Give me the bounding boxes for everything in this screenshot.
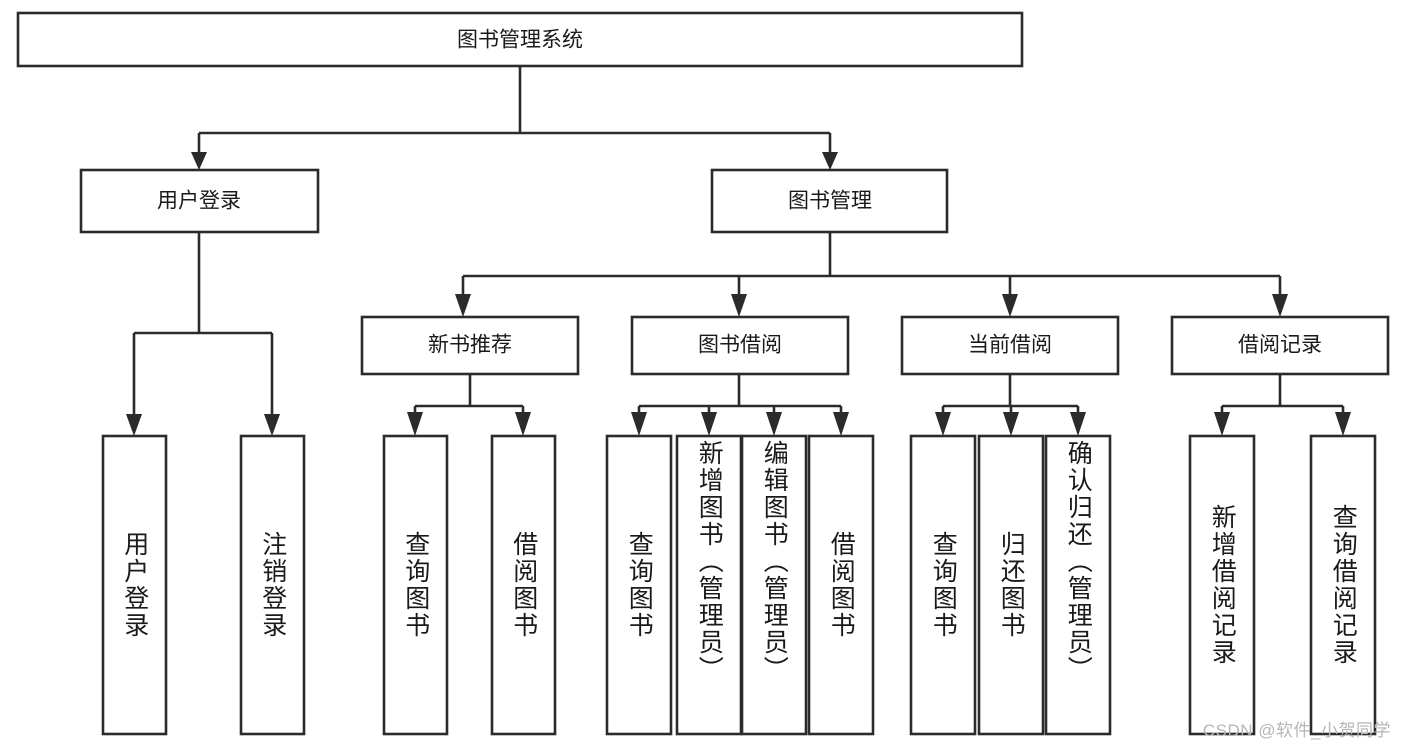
book-manage-label: 图书管理 bbox=[788, 190, 872, 213]
arrow-record-leaf-1 bbox=[1214, 412, 1230, 436]
connector-group-borrow-book bbox=[631, 374, 849, 436]
leaf-box-query-record[interactable] bbox=[1309, 434, 1377, 736]
user-login-label: 用户登录 bbox=[157, 190, 241, 213]
connector-group-root bbox=[191, 66, 838, 170]
leaf-box-group bbox=[101, 434, 1377, 736]
node-new-book-recommend[interactable]: 新书推荐 bbox=[360, 315, 580, 376]
leaf-box-add-record[interactable] bbox=[1188, 434, 1256, 736]
leaf-box-confirm-return[interactable] bbox=[1044, 434, 1112, 736]
connector-group-current-borrow bbox=[935, 374, 1086, 436]
arrow-borrowbook-leaf-2 bbox=[701, 412, 717, 436]
arrow-user-leaf-2 bbox=[264, 414, 280, 436]
node-current-borrow[interactable]: 当前借阅 bbox=[900, 315, 1120, 376]
arrow-to-borrow-record bbox=[1272, 294, 1288, 317]
leaf-box-query-book-2[interactable] bbox=[605, 434, 673, 736]
root-box[interactable] bbox=[16, 11, 1024, 68]
arrow-borrowbook-leaf-1 bbox=[631, 412, 647, 436]
node-book-borrow[interactable]: 图书借阅 bbox=[630, 315, 850, 376]
book-manage-box[interactable] bbox=[710, 168, 949, 234]
csdn-watermark: CSDN @软件_小贺同学 bbox=[1202, 721, 1391, 740]
book-borrow-box[interactable] bbox=[630, 315, 850, 376]
user-login-box[interactable] bbox=[79, 168, 320, 234]
leaf-box-borrow-book-2[interactable] bbox=[807, 434, 875, 736]
leaf-box-borrow-book-1[interactable] bbox=[490, 434, 557, 736]
leaf-box-query-book-3[interactable] bbox=[909, 434, 977, 736]
node-book-manage[interactable]: 图书管理 bbox=[710, 168, 949, 234]
arrow-newbook-leaf-2 bbox=[515, 412, 531, 436]
connector-group-user-login bbox=[126, 232, 280, 436]
leaf-box-add-book[interactable] bbox=[675, 434, 743, 736]
arrow-to-user-login bbox=[191, 152, 207, 170]
arrow-current-leaf-1 bbox=[935, 412, 951, 436]
leaf-box-return-book[interactable] bbox=[977, 434, 1045, 736]
arrow-to-book-manage bbox=[822, 152, 838, 170]
connector-group-borrow-record bbox=[1214, 374, 1351, 436]
leaf-box-edit-book[interactable] bbox=[740, 434, 808, 736]
connector-group-book-manage bbox=[455, 232, 1288, 317]
current-borrow-box[interactable] bbox=[900, 315, 1120, 376]
arrow-borrowbook-leaf-4 bbox=[833, 412, 849, 436]
arrow-record-leaf-2 bbox=[1335, 412, 1351, 436]
arrow-user-leaf-1 bbox=[126, 414, 142, 436]
node-borrow-record[interactable]: 借阅记录 bbox=[1170, 315, 1390, 376]
arrow-borrowbook-leaf-3 bbox=[766, 412, 782, 436]
current-borrow-label: 当前借阅 bbox=[968, 334, 1052, 357]
arrow-to-borrow-book bbox=[731, 294, 747, 317]
arrow-newbook-leaf-1 bbox=[407, 412, 423, 436]
arrow-current-leaf-3 bbox=[1070, 412, 1086, 436]
arrow-to-current-borrow bbox=[1002, 294, 1018, 317]
borrow-record-label: 借阅记录 bbox=[1238, 334, 1322, 357]
node-root[interactable]: 图书管理系统 bbox=[16, 11, 1024, 68]
leaf-box-logout[interactable] bbox=[239, 434, 306, 736]
leaf-box-user-login[interactable] bbox=[101, 434, 168, 736]
book-borrow-label: 图书借阅 bbox=[698, 334, 782, 357]
connector-group-new-book bbox=[407, 374, 531, 436]
node-user-login[interactable]: 用户登录 bbox=[79, 168, 320, 234]
borrow-record-box[interactable] bbox=[1170, 315, 1390, 376]
new-book-recommend-box[interactable] bbox=[360, 315, 580, 376]
new-book-recommend-label: 新书推荐 bbox=[428, 334, 512, 357]
arrow-current-leaf-2 bbox=[1003, 412, 1019, 436]
leaf-box-query-book-1[interactable] bbox=[382, 434, 449, 736]
arrow-to-new-book bbox=[455, 294, 471, 317]
root-label: 图书管理系统 bbox=[457, 29, 583, 52]
